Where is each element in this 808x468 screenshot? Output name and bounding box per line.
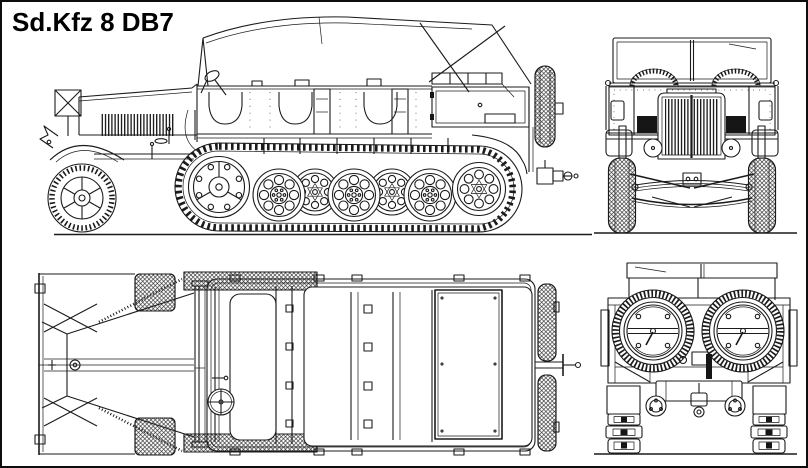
front-panel: [608, 85, 776, 136]
radiator-grille: [643, 88, 741, 160]
plan-cargo-bed: [303, 286, 533, 447]
front-bumper: [605, 86, 779, 159]
windshield-front: [604, 37, 780, 87]
rear-stowage-box: [430, 72, 530, 128]
track-assembly-side: [174, 109, 523, 233]
cab-body-side: [197, 78, 432, 139]
front-axle-suspension: [629, 172, 755, 208]
front-tow-hook: [39, 125, 59, 149]
plan-front-wheels: [134, 273, 176, 456]
headlight-right: [721, 138, 741, 158]
plan-windshield: [191, 280, 220, 448]
canvas-top: [202, 16, 532, 93]
top-view-drawing: [34, 271, 582, 456]
rear-spare-wheel-left: [612, 290, 694, 372]
engine-hood: [78, 83, 198, 159]
front-wheel-side: [47, 163, 117, 233]
rear-track-ends: [605, 385, 788, 454]
spare-wheel-side: [534, 65, 564, 148]
rear-winch: [678, 351, 712, 379]
marker-box: [54, 89, 82, 136]
windshield-side: [197, 37, 227, 96]
side-view-drawing: [39, 16, 592, 236]
hood-louvers: [100, 114, 175, 136]
rear-view-drawing: [594, 262, 798, 455]
front-fender: [49, 144, 194, 163]
front-tyre-right: [747, 157, 777, 234]
tow-pintle: [693, 406, 705, 418]
front-tyre-left: [607, 157, 637, 234]
cowl-and-tyre-tops: [609, 68, 775, 88]
headlight-left: [643, 138, 663, 158]
plan-front-frame: [34, 273, 135, 455]
rear-windshield: [626, 262, 778, 300]
rear-hitch-side: [471, 87, 579, 185]
page-title: Sd.Kfz 8 DB7: [12, 7, 174, 37]
rear-spare-wheel-right: [702, 290, 784, 372]
front-view-drawing: [594, 37, 797, 234]
rear-lower-gear: [645, 380, 746, 418]
plan-driver-area: [207, 286, 294, 444]
plan-rear-spares: [535, 283, 582, 452]
